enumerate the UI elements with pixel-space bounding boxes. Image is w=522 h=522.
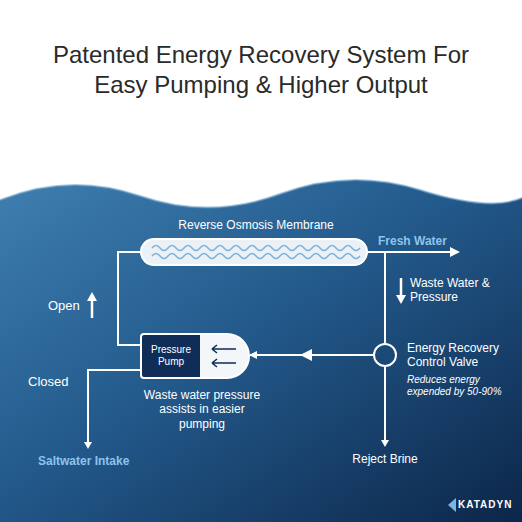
membrane-wave [152,254,360,259]
valve-state: Open [48,298,88,313]
pump-head: Pressure Pump [142,335,200,377]
up-arrow [91,300,94,318]
outlet-label: Reject Brine [352,452,418,466]
valve-label: Energy Recovery Control Valve [407,341,503,370]
pump-arrows [204,335,254,377]
pump-arrow [212,345,236,353]
valve-note: Reduces energy expended by 50-90% [407,374,503,398]
pump-chamber [200,335,248,377]
arrow-head [84,442,92,449]
intake-label: Saltwater Intake [38,454,138,468]
arrow-head [450,247,460,257]
membrane-waves [144,240,364,264]
down-arrow [400,278,403,296]
flow-pipe [250,354,373,356]
logo-mark [448,498,456,512]
valve-state: Closed [28,374,84,389]
fresh-water-line [385,251,452,253]
arrow-head [381,440,389,447]
pump-label: Pressure Pump [149,344,193,368]
brand-logo: KATADYN [458,499,520,510]
note-text: Waste water pressure assists in easier p… [140,388,264,431]
flow-label: Waste Water & Pressure [410,276,510,305]
membrane-label: Reverse Osmosis Membrane [122,218,390,232]
reject-brine-line [384,367,386,444]
intake-line [88,370,140,446]
sea-wave [0,180,522,522]
arrow-head [396,295,406,304]
wave-crest [0,180,522,208]
flow-pipe [368,252,385,343]
membrane-tube: Reverse Osmosis Membrane [140,238,368,266]
flow-pipe [118,252,140,345]
flow-label: Fresh Water [378,234,458,248]
arrow-head [87,292,97,301]
title: Patented Energy Recovery System For Easy… [51,40,471,100]
pump-arrow [212,359,236,367]
pressure-pump: Pressure Pump [140,333,250,379]
control-valve: Energy Recovery Control ValveReduces ene… [373,343,397,367]
membrane-wave [152,246,360,251]
